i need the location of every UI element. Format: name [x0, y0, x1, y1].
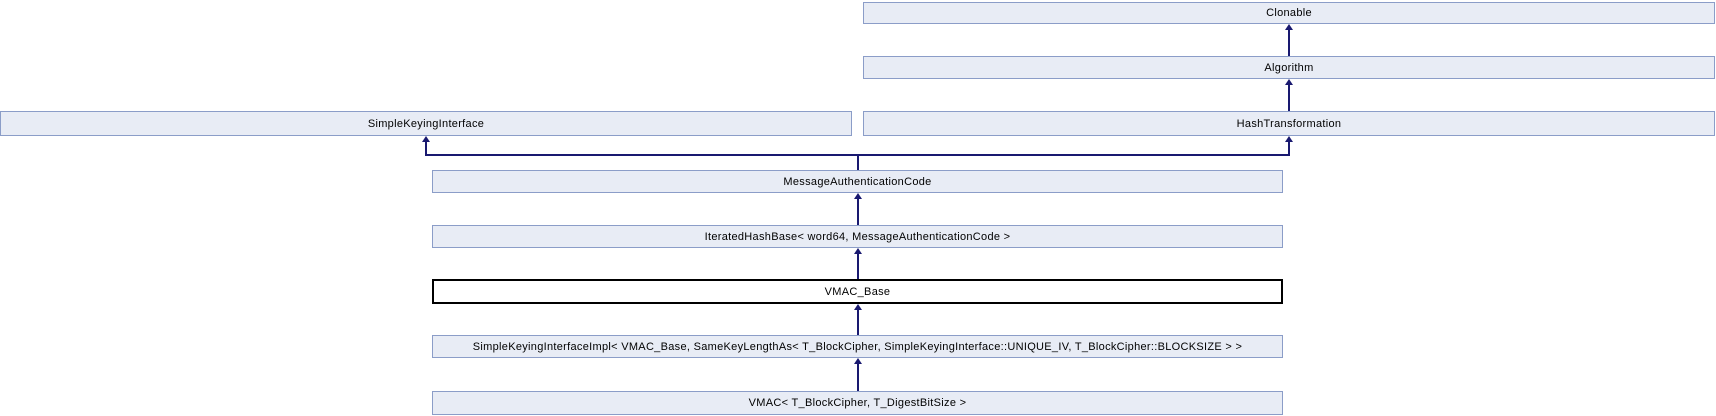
arrow-up-icon — [854, 358, 862, 364]
edge-line — [1288, 142, 1290, 154]
node-simple-keying-interface-impl[interactable]: SimpleKeyingInterfaceImpl< VMAC_Base, Sa… — [432, 335, 1283, 358]
arrow-up-icon — [854, 193, 862, 199]
edge-line — [1288, 85, 1290, 111]
arrow-up-icon — [422, 136, 430, 142]
node-iterated-hash-base[interactable]: IteratedHashBase< word64, MessageAuthent… — [432, 225, 1283, 248]
arrow-up-icon — [1285, 136, 1293, 142]
arrow-up-icon — [854, 248, 862, 254]
node-clonable[interactable]: Clonable — [863, 2, 1715, 24]
node-vmac-base-current: VMAC_Base — [432, 279, 1283, 304]
arrow-up-icon — [854, 304, 862, 310]
node-hash-transformation[interactable]: HashTransformation — [863, 111, 1715, 136]
arrow-up-icon — [1285, 24, 1293, 30]
edge-line — [425, 142, 427, 154]
edge-line — [425, 154, 1290, 156]
node-algorithm[interactable]: Algorithm — [863, 56, 1715, 79]
edge-line — [857, 364, 859, 391]
edge-line — [857, 310, 859, 335]
edge-line — [857, 199, 859, 225]
edge-line — [857, 254, 859, 279]
node-simple-keying-interface[interactable]: SimpleKeyingInterface — [0, 111, 852, 136]
edge-line — [857, 156, 859, 170]
node-vmac[interactable]: VMAC< T_BlockCipher, T_DigestBitSize > — [432, 391, 1283, 415]
edge-line — [1288, 30, 1290, 56]
node-message-authentication-code[interactable]: MessageAuthenticationCode — [432, 170, 1283, 193]
arrow-up-icon — [1285, 79, 1293, 85]
